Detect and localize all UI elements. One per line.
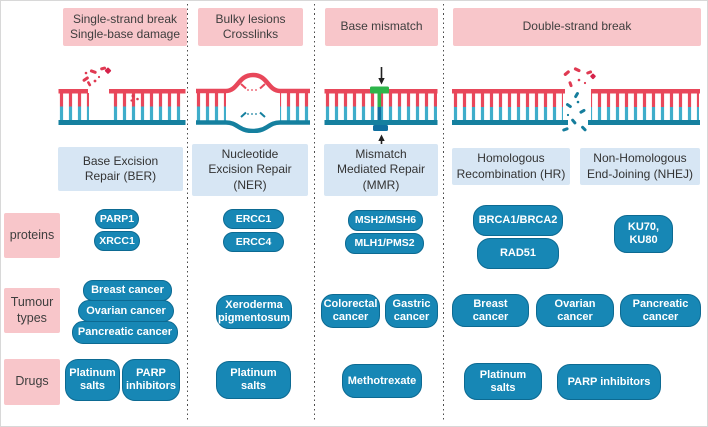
repair-box-hr: Homologous Recombination (HR)	[452, 148, 570, 185]
row-label-drugs: Drugs	[4, 359, 60, 405]
mismatch-base-blue-icon	[373, 125, 388, 131]
repair-box-mmr: Mismatch Mediated Repair (MMR)	[324, 144, 438, 196]
repair-box-ber: Base Excision Repair (BER)	[58, 147, 183, 191]
tumour-pill-ovarian-cancer: Ovarian cancer	[78, 300, 174, 322]
tumour-pill-gastric-cancer: Gastric cancer	[385, 294, 438, 328]
damage-header-bulky-lesions: Bulky lesions Crosslinks	[198, 8, 303, 46]
protein-pill-ercc4: ERCC4	[223, 232, 284, 252]
repair-box-ner: Nucleotide Excision Repair (NER)	[192, 144, 308, 196]
dna-bulky-lesion-illustration	[196, 72, 310, 133]
protein-pill-xrcc1: XRCC1	[94, 231, 140, 251]
column-divider	[314, 4, 316, 420]
dna-single-strand-break-illustration	[58, 66, 186, 125]
break-fragments-red-icon	[563, 67, 596, 88]
drug-pill-methotrexate: Methotrexate	[342, 364, 422, 398]
drug-pill-parp-inhibitors-ber: PARP inhibitors	[122, 359, 180, 401]
column-divider	[187, 4, 189, 420]
protein-pill-rad51: RAD51	[477, 238, 559, 269]
protein-pill-ku70-ku80: KU70, KU80	[614, 215, 673, 253]
protein-pill-brca1-brca2: BRCA1/BRCA2	[473, 205, 563, 236]
row-label-proteins: proteins	[4, 213, 60, 258]
row-label-tumour-types: Tumour types	[4, 288, 60, 333]
damage-header-double-strand-break: Double-strand break	[453, 8, 701, 46]
tumour-pill-breast-cancer-hr: Breast cancer	[452, 294, 529, 327]
protein-pill-parp1: PARP1	[95, 209, 139, 229]
protein-pill-ercc1: ERCC1	[223, 209, 284, 229]
tumour-pill-colorectal-cancer: Colorectal cancer	[321, 294, 380, 328]
repair-box-nhej: Non-Homologous End-Joining (NHEJ)	[580, 148, 700, 185]
drug-pill-platinum-salts-hr: Platinum salts	[464, 363, 542, 400]
drug-pill-platinum-salts-ner: Platinum salts	[216, 361, 291, 399]
broken-base-fragments-icon	[82, 66, 112, 87]
crosslink-marks-icon	[240, 83, 266, 118]
tumour-pill-xeroderma-pigmentosum: Xeroderma pigmentosum	[216, 295, 292, 329]
damage-header-single-strand-break: Single-strand break Single-base damage	[63, 8, 187, 46]
tumour-pill-ovarian-cancer-hr: Ovarian cancer	[536, 294, 614, 327]
tumour-pill-pancreatic-cancer: Pancreatic cancer	[72, 321, 178, 344]
tumour-pill-pancreatic-cancer-hr: Pancreatic cancer	[620, 294, 701, 327]
dna-base-mismatch-illustration	[324, 67, 438, 152]
damage-header-base-mismatch: Base mismatch	[325, 8, 438, 46]
drug-pill-platinum-salts-ber: Platinum salts	[65, 359, 120, 401]
protein-pill-msh2-msh6: MSH2/MSH6	[348, 210, 423, 231]
break-fragments-teal-icon	[562, 92, 587, 132]
tumour-pill-breast-cancer: Breast cancer	[83, 280, 172, 301]
drug-pill-parp-inhibitors-hr: PARP inhibitors	[557, 364, 661, 400]
base-damage-dots-icon	[130, 94, 139, 102]
dna-double-strand-break-illustration	[452, 67, 700, 132]
mismatch-base-green-icon	[370, 86, 389, 94]
protein-pill-mlh1-pms2: MLH1/PMS2	[345, 233, 424, 254]
column-divider	[443, 4, 445, 420]
arrow-down-icon	[378, 67, 385, 85]
